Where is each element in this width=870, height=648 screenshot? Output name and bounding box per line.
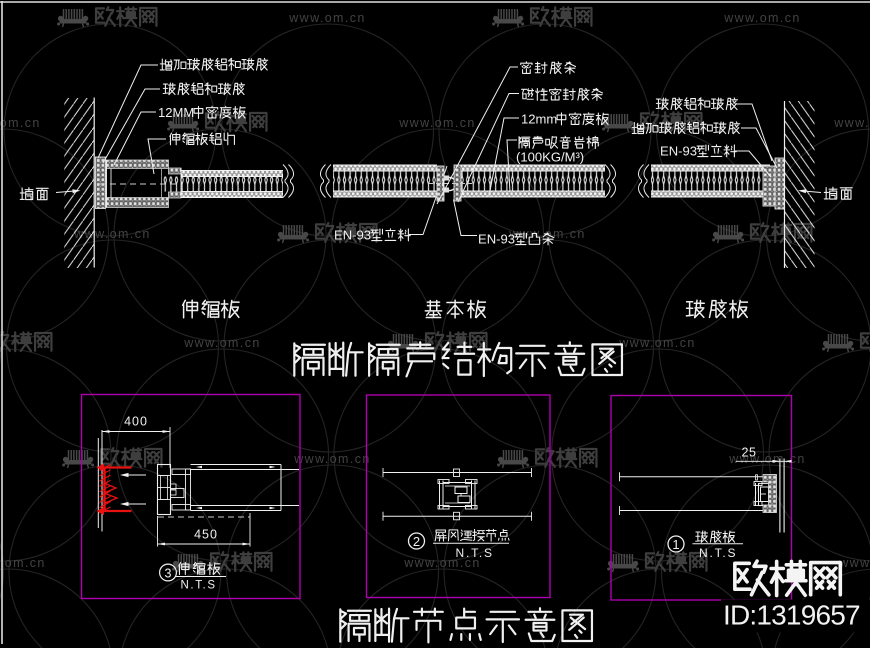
svg-text:N.T.S: N.T.S: [699, 546, 737, 560]
svg-text:12mm: 12mm: [521, 112, 557, 127]
svg-text:www.om.cn: www.om.cn: [728, 452, 806, 466]
svg-text:3: 3: [165, 566, 172, 580]
svg-text:www.om.cn: www.om.cn: [723, 11, 801, 25]
svg-text:www.om.cn: www.om.cn: [618, 336, 696, 350]
svg-text:www.om.cn: www.om.cn: [403, 556, 481, 570]
svg-text:1: 1: [672, 537, 679, 552]
svg-text:(100KG/M³): (100KG/M³): [516, 150, 584, 165]
svg-text:EN-93: EN-93: [660, 144, 697, 159]
svg-text:www.om.cn: www.om.cn: [293, 452, 371, 466]
svg-text:2: 2: [413, 534, 420, 549]
svg-text:www.om.cn: www.om.cn: [288, 11, 366, 25]
svg-text:www.om.cn: www.om.cn: [0, 116, 41, 130]
svg-text:25: 25: [742, 446, 757, 460]
svg-text:www.om.cn: www.om.cn: [838, 556, 870, 570]
svg-text:N.T.S: N.T.S: [181, 580, 217, 592]
svg-text:www.om.cn: www.om.cn: [0, 556, 46, 570]
svg-text:12MM: 12MM: [158, 105, 194, 120]
svg-text:www.om.cn: www.om.cn: [833, 116, 870, 130]
svg-text:EN-93: EN-93: [334, 228, 371, 243]
svg-text:400: 400: [124, 415, 148, 429]
svg-text:450: 450: [194, 528, 218, 542]
svg-text:www.om.cn: www.om.cn: [183, 336, 261, 350]
svg-text:EN-93: EN-93: [478, 232, 515, 247]
svg-text:ID:1319657: ID:1319657: [723, 600, 860, 631]
svg-text:N.T.S: N.T.S: [456, 546, 494, 560]
svg-text:www.om.cn: www.om.cn: [398, 116, 476, 130]
